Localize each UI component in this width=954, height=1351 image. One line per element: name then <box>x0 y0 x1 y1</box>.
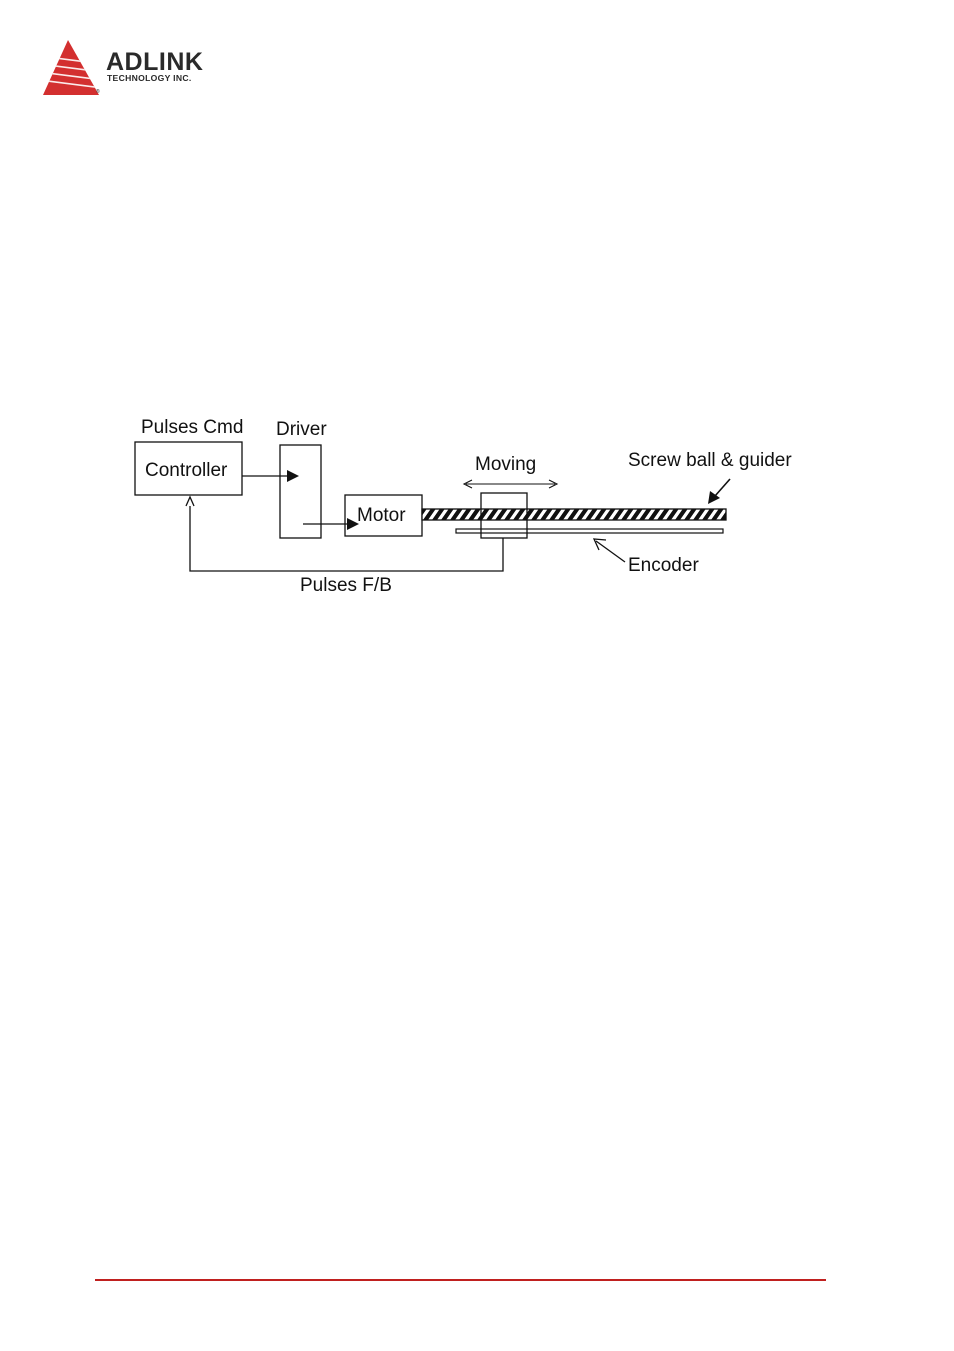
screw-ball-label: Screw ball & guider <box>628 450 792 471</box>
encoder-pointer-arrow <box>594 539 625 562</box>
encoder-scale <box>456 529 723 533</box>
screw-ball-pointer-arrow <box>708 479 730 504</box>
encoder-label: Encoder <box>628 555 699 576</box>
driver-label: Driver <box>276 419 327 440</box>
moving-label: Moving <box>475 454 536 475</box>
footer-divider <box>95 1279 826 1281</box>
logo-triangle-icon <box>40 40 102 95</box>
controller-to-driver-arrow <box>242 470 299 482</box>
motor-box: Motor <box>345 495 422 536</box>
logo-registered-mark: ® <box>96 88 100 95</box>
screw-ball-shaft <box>422 509 726 520</box>
logo-subtext: TECHNOLOGY INC. <box>107 73 192 83</box>
pulses-fb-label: Pulses F/B <box>300 575 392 596</box>
controller-box: Controller <box>135 442 242 495</box>
logo-brand-text: ADLINK <box>106 48 203 76</box>
adlink-logo: ® ADLINK TECHNOLOGY INC. <box>40 38 240 102</box>
moving-direction-arrow <box>464 480 557 488</box>
motor-label: Motor <box>357 505 406 526</box>
pulses-cmd-label: Pulses Cmd <box>141 417 243 438</box>
servo-control-diagram: Pulses Cmd Driver Moving Screw ball & gu… <box>120 400 840 610</box>
controller-label: Controller <box>145 460 228 481</box>
